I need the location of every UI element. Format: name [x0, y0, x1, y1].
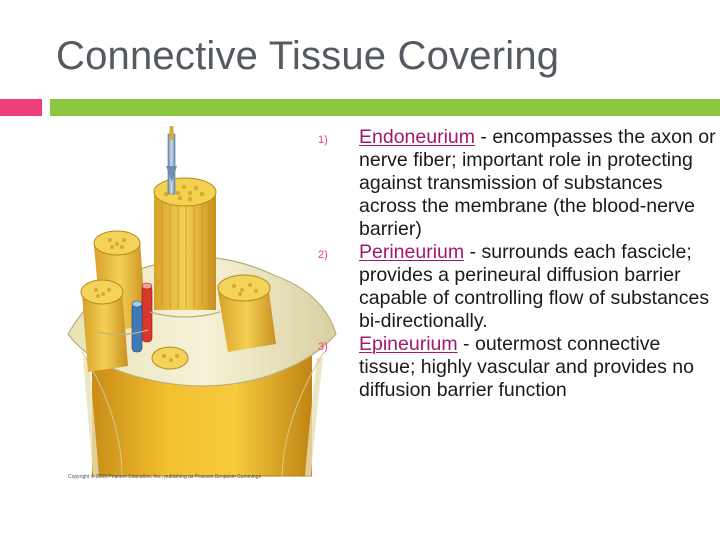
list-item-text: Epineurium - outermost connective tissue…: [359, 333, 718, 402]
list-number: 1): [318, 134, 328, 146]
list-item-endoneurium: 1) Endoneurium - encompasses the axon or…: [318, 126, 718, 241]
accent-bar-pink: [0, 99, 42, 116]
list-item-text: Perineurium - surrounds each fascicle; p…: [359, 241, 718, 333]
list-number: 3): [318, 341, 328, 353]
accent-bar-green: [50, 99, 720, 116]
term-epineurium: Epineurium: [359, 333, 458, 355]
list-item-epineurium: 3) Epineurium - outermost connective tis…: [318, 333, 718, 402]
list-item-perineurium: 2) Perineurium - surrounds each fascicle…: [318, 241, 718, 333]
list-item-text: Endoneurium - encompasses the axon or ne…: [359, 126, 718, 241]
list-number: 2): [318, 249, 328, 261]
term-endoneurium: Endoneurium: [359, 126, 475, 148]
slide-title: Connective Tissue Covering: [56, 34, 560, 78]
definition-epineurium: - outermost connective tissue; highly va…: [359, 333, 694, 401]
definition-endoneurium: - encompasses the axon or nerve fiber; i…: [359, 126, 716, 240]
nerve-anatomy-illustration: [62, 126, 342, 490]
definition-perineurium: - surrounds each fascicle; provides a pe…: [359, 241, 710, 332]
term-perineurium: Perineurium: [359, 241, 465, 263]
figure-copyright-caption: Copyright © 2009 Pearson Education, Inc.…: [68, 474, 261, 480]
numbered-list: 1) Endoneurium - encompasses the axon or…: [318, 126, 718, 402]
